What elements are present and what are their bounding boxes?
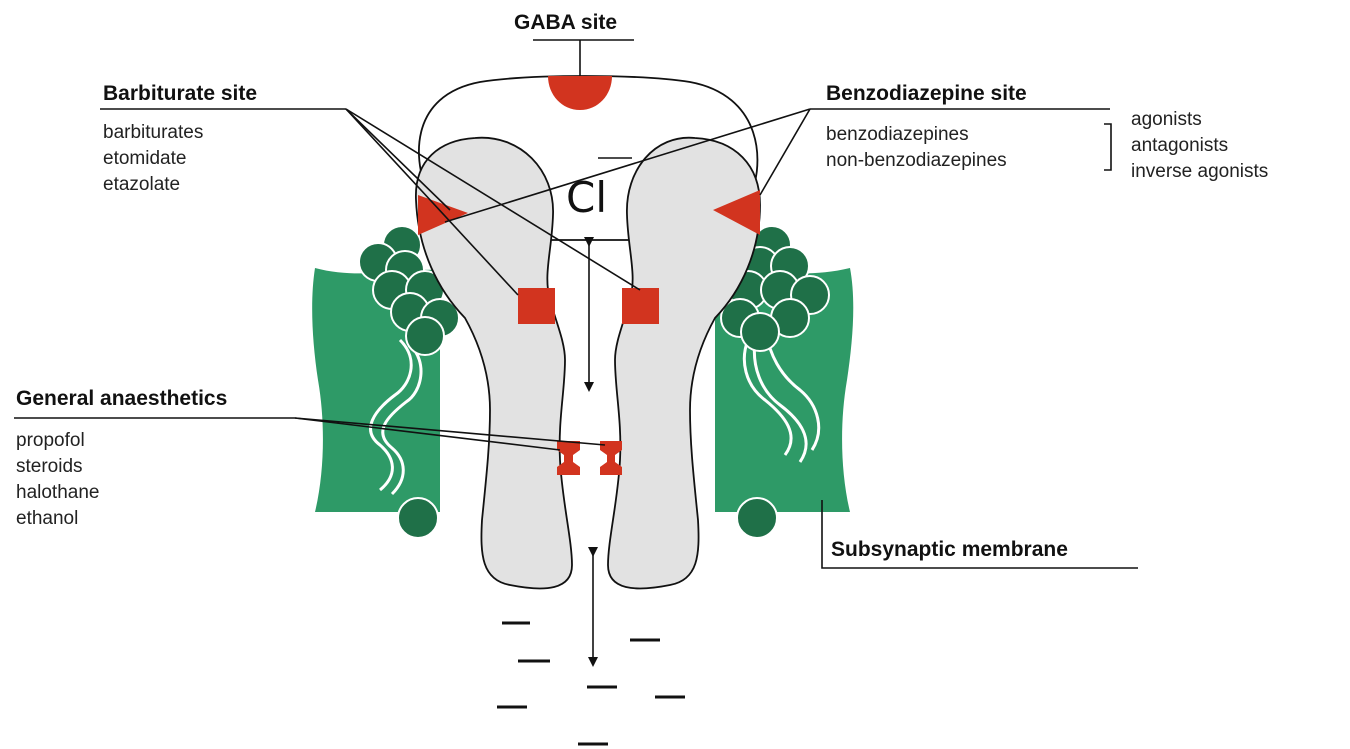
benzodiazepine-site-label: Benzodiazepine site: [826, 82, 1027, 105]
benzodiazepine-list-item: non-benzodiazepines: [826, 150, 1007, 171]
benzodiazepine-list-item: benzodiazepines: [826, 124, 969, 145]
anaesthetics-list-item: halothane: [16, 482, 99, 503]
ligand-type-item: agonists: [1131, 109, 1202, 130]
gaba-site-label: GABA site: [514, 11, 617, 34]
chloride-ion-label: Cl: [566, 173, 607, 222]
subsynaptic-membrane-label: Subsynaptic membrane: [831, 538, 1068, 561]
anaesthetics-list-item: steroids: [16, 456, 83, 477]
barbiturate-binding-site-left: [518, 288, 555, 324]
benzodiazepine-bracket: [1104, 124, 1111, 170]
barbiturate-list-item: etomidate: [103, 148, 186, 169]
barbiturate-binding-site-right: [622, 288, 659, 324]
anaesthetics-list-item: propofol: [16, 430, 85, 451]
anaesthetics-list-item: ethanol: [16, 508, 78, 529]
anaesthetic-binding-site-right: [600, 441, 622, 475]
ligand-type-item: antagonists: [1131, 135, 1228, 156]
barbiturate-list-item: barbiturates: [103, 122, 203, 143]
barbiturate-site-label: Barbiturate site: [103, 82, 257, 105]
ligand-type-item: inverse agonists: [1131, 161, 1268, 182]
chloride-negative-charges: [497, 623, 685, 744]
general-anaesthetics-label: General anaesthetics: [16, 387, 227, 410]
barbiturate-list-item: etazolate: [103, 174, 180, 195]
